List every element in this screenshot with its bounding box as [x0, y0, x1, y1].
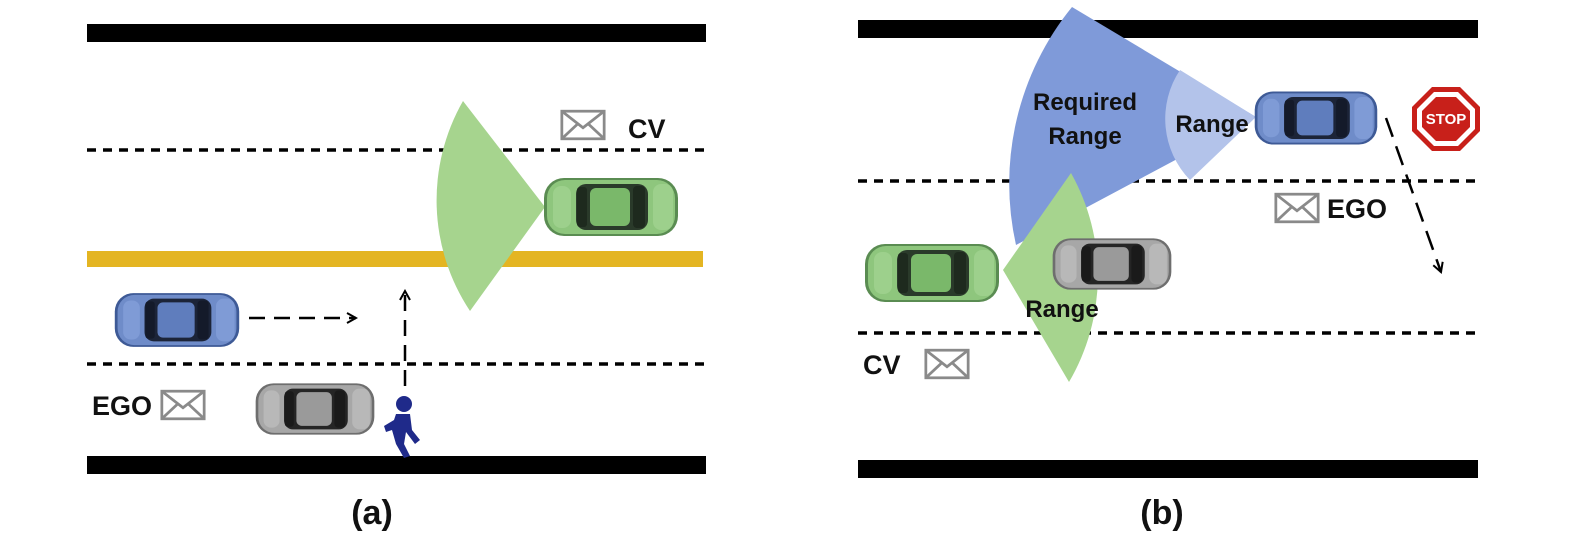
ego-label: EGO — [1327, 194, 1387, 224]
envelope-icon — [1274, 192, 1320, 224]
pedestrian-icon — [384, 396, 420, 458]
required-range-label-line2: Range — [1048, 123, 1121, 150]
cv-label: CV — [628, 114, 666, 144]
road-edge-top — [87, 24, 706, 42]
stop-sign-text: STOP — [1426, 111, 1467, 128]
road-edge-bottom — [858, 460, 1478, 478]
blue-sensor-range — [1165, 70, 1256, 180]
ego-car — [1052, 238, 1172, 290]
road-edge-bottom — [87, 456, 706, 474]
cv-car — [865, 244, 999, 302]
green-sensor-range — [436, 101, 545, 311]
required-range-label-line1: Required — [1033, 89, 1137, 116]
blue-car-trajectory-arrow — [1384, 117, 1441, 272]
stop-sign-icon: STOP — [1412, 87, 1480, 151]
cv-label: CV — [863, 350, 901, 380]
blue-car — [1254, 91, 1378, 145]
road-edge-top — [858, 20, 1478, 38]
envelope-icon — [924, 348, 970, 380]
blue-range-label: Range — [1175, 111, 1248, 138]
caption-a: (a) — [351, 494, 393, 532]
green-range-label: Range — [1025, 296, 1098, 323]
caption-b: (b) — [1140, 494, 1183, 532]
green-sensor-range — [1003, 173, 1098, 382]
center-line — [87, 251, 703, 267]
blue-car — [114, 293, 240, 347]
cv-car — [544, 178, 678, 236]
ego-label: EGO — [92, 391, 152, 421]
panel-a: CV EGO (a) — [87, 24, 706, 532]
envelope-icon — [160, 389, 206, 421]
panel-b: STOP Required Range Range Range EGO CV (… — [858, 7, 1480, 532]
ego-car — [255, 383, 375, 435]
envelope-icon — [560, 109, 606, 141]
